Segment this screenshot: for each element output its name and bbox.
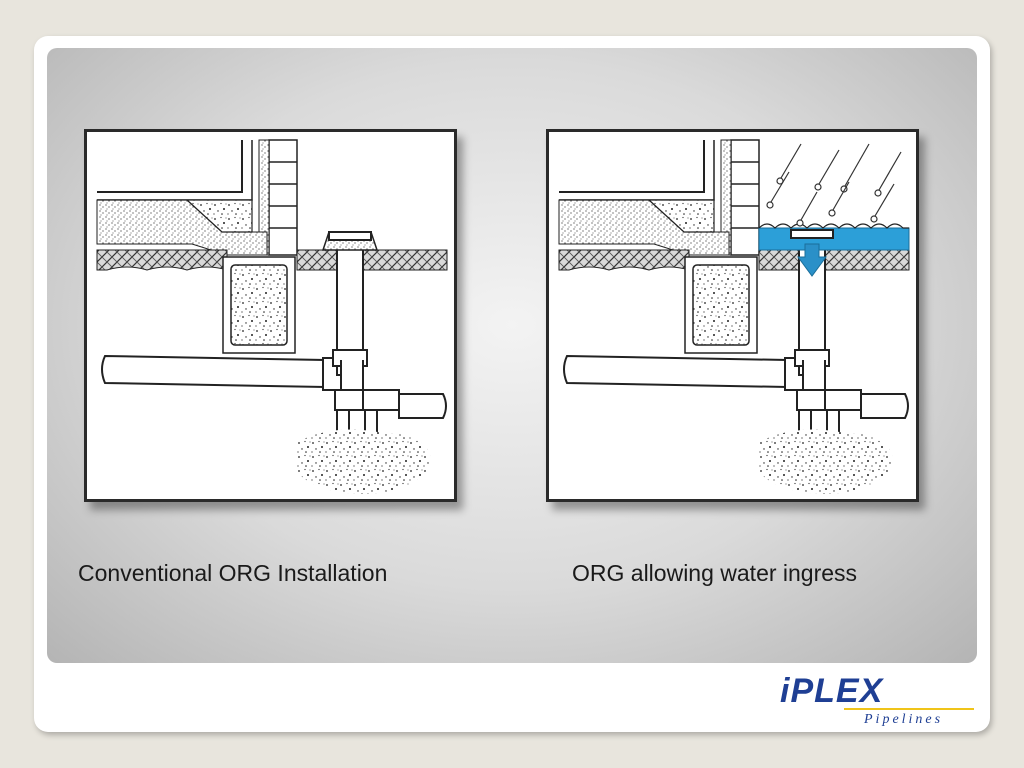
org-grate (328, 231, 372, 241)
org-grate (790, 229, 834, 239)
down-arrow-icon (797, 243, 827, 277)
caption-water-ingress: ORG allowing water ingress (572, 560, 858, 586)
rain-drops-icon (766, 143, 902, 227)
logo-tagline: Pipelines (864, 712, 944, 727)
water-ingress-illustration (558, 139, 910, 495)
iplex-logo: iPLEX Pipelines (780, 672, 988, 730)
water-surface-waves (758, 223, 909, 229)
logo-underline (844, 708, 974, 710)
logo-brand: iPLEX (780, 672, 884, 710)
conventional-org-illustration (96, 139, 448, 495)
caption-conventional: Conventional ORG Installation (78, 560, 388, 586)
conventional-org-diagram (84, 129, 457, 502)
water-ingress-org-diagram (546, 129, 919, 502)
